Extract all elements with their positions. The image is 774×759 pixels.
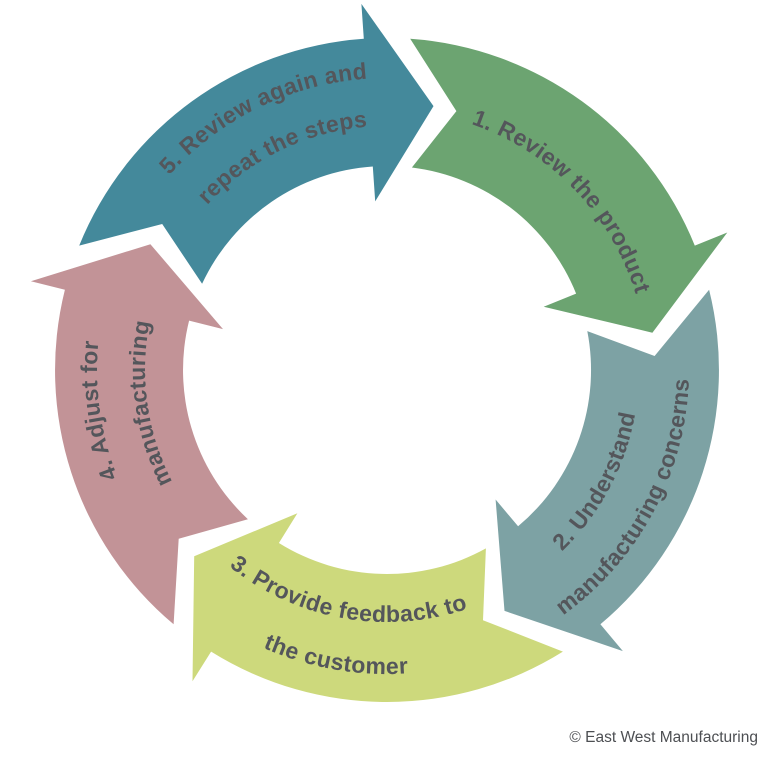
cycle-arrow-step-1 [410,38,728,333]
cycle-arrow-step-2 [495,289,719,652]
cycle-arrow-step-3 [192,513,563,703]
cycle-arrow-step-5 [79,3,434,284]
copyright-text: © East West Manufacturing [569,729,758,746]
cycle-arrow-step-4 [30,244,248,625]
